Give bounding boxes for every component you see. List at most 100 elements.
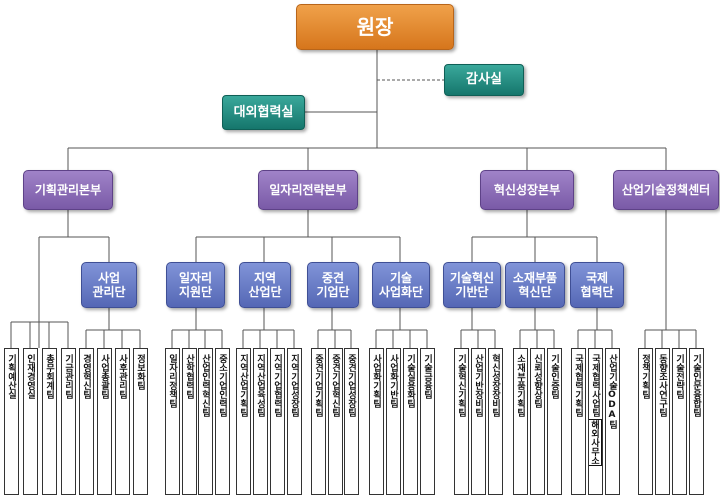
team-label: 정책기획팀 bbox=[640, 354, 650, 399]
sub-label-line1: 지역 bbox=[253, 270, 277, 285]
team-box: 경영혁신팀 bbox=[79, 348, 94, 495]
division-label: 산업기술정책센터 bbox=[621, 182, 711, 197]
team-box: 정보화팀 bbox=[133, 348, 148, 495]
team-box: 혁신성장장비팀 bbox=[488, 348, 503, 495]
overseas-office-note: 해외사무소 bbox=[589, 419, 602, 466]
external-relations-box: 대외협력실 bbox=[222, 95, 305, 130]
team-box: 중견기업기획팀 bbox=[311, 348, 326, 495]
sub-label-line1: 소재부품 bbox=[512, 270, 558, 285]
team-label: 산업기반장비팀 bbox=[473, 354, 483, 417]
sub-label-line1: 국제 bbox=[585, 270, 609, 285]
team-box: 지역기업성장팀 bbox=[287, 348, 302, 495]
sub-label-line2: 기업단 bbox=[316, 285, 350, 299]
sub-label-line2: 산업단 bbox=[248, 285, 282, 299]
team-label: 중견기업성장팀 bbox=[346, 354, 356, 417]
team-box: 소재부품기획팀 bbox=[513, 348, 528, 495]
team-label: 기술인증팀 bbox=[549, 354, 559, 399]
director-box: 원장 bbox=[296, 4, 454, 50]
team-label: 중견기업혁신팀 bbox=[330, 354, 340, 417]
team-label: 지역산업육성팀 bbox=[255, 354, 265, 417]
team-label: 기술혁신기획팀 bbox=[456, 354, 466, 417]
team-label: 중견기업기획팀 bbox=[313, 354, 323, 417]
team-label: 기금관리팀 bbox=[63, 354, 73, 399]
division-planning: 기획관리본부 bbox=[23, 170, 113, 210]
team-label: 사업총괄팀 bbox=[99, 354, 109, 399]
division-innovation-growth: 혁신성장본부 bbox=[480, 170, 574, 210]
sub-label-line1: 중견 bbox=[321, 270, 345, 285]
sub-label-line2: 사업화단 bbox=[378, 285, 424, 299]
team-label: 총무회계팀 bbox=[44, 354, 54, 399]
team-box: 사업화기반팀 bbox=[386, 348, 401, 495]
team-label: 산학협력팀 bbox=[184, 354, 194, 399]
team-box: 기획예산실 bbox=[4, 348, 19, 495]
team-box: 기술금융팀 bbox=[420, 348, 435, 495]
division-label: 일자리전략본부 bbox=[269, 182, 347, 197]
team-box: 일자리정책팀 bbox=[165, 348, 180, 495]
team-box: 중소기업인력팀 bbox=[215, 348, 230, 495]
team-label: 지역기업성장팀 bbox=[289, 354, 299, 417]
team-box: 사업총괄팀 bbox=[97, 348, 112, 495]
team-box: 지역산업육성팀 bbox=[253, 348, 268, 495]
team-label: 기획예산실 bbox=[6, 354, 16, 399]
audit-office-box: 감사실 bbox=[444, 64, 524, 96]
team-box: 지역기업협력팀 bbox=[270, 348, 285, 495]
team-box: 동향조사연구팀 bbox=[655, 348, 670, 495]
team-box: 인재경영실 bbox=[23, 348, 38, 495]
sub-label-line2: 협력단 bbox=[580, 285, 614, 299]
audit-office-label: 감사실 bbox=[466, 72, 502, 88]
team-box: 산업기술ODA팀 bbox=[605, 348, 620, 495]
team-label: 지역기업협력팀 bbox=[272, 354, 282, 417]
team-box: 중견기업성장팀 bbox=[344, 348, 359, 495]
team-box: 총무회계팀 bbox=[42, 348, 57, 495]
team-box: 기술실용화팀 bbox=[403, 348, 418, 495]
team-label: 국제협력기획팀 bbox=[573, 354, 583, 417]
team-box: 지역산업기획팀 bbox=[236, 348, 251, 495]
division-label: 혁신성장본부 bbox=[493, 182, 561, 197]
team-label: 산업인력혁신팀 bbox=[200, 354, 210, 417]
team-box: 산학협력팀 bbox=[182, 348, 197, 495]
external-relations-label: 대외협력실 bbox=[233, 104, 294, 120]
division-jobs-strategy: 일자리전략본부 bbox=[258, 170, 358, 210]
team-box: 중견기업혁신팀 bbox=[328, 348, 343, 495]
team-box: 산업인력혁신팀 bbox=[198, 348, 213, 495]
division-label: 기획관리본부 bbox=[34, 182, 102, 197]
team-box: 사후관리팀 bbox=[115, 348, 130, 495]
sub-label-line1: 일자리 bbox=[178, 270, 213, 285]
team-box: 기술인문융합팀 bbox=[689, 348, 704, 495]
director-label: 원장 bbox=[356, 15, 394, 39]
team-box: 정책기획팀 bbox=[638, 348, 653, 495]
team-label: 기술금융팀 bbox=[422, 354, 432, 399]
sub-label-line2: 관리단 bbox=[92, 285, 126, 299]
team-box: 산업기반장비팀 bbox=[471, 348, 486, 495]
team-label: 동향조사연구팀 bbox=[657, 354, 667, 417]
team-box: 기술인증팀 bbox=[547, 348, 562, 495]
team-box: 기술전략팀 bbox=[672, 348, 687, 495]
team-box: 기금관리팀 bbox=[61, 348, 76, 495]
team-label: 사업화기반팀 bbox=[388, 354, 398, 408]
sub-label-line1: 사업 bbox=[97, 270, 121, 285]
division-tech-policy-center: 산업기술정책센터 bbox=[613, 170, 719, 210]
team-label: 산업기술ODA팀 bbox=[607, 354, 617, 429]
sub-label-line1: 기술 bbox=[389, 270, 413, 285]
team-label: 지역산업기획팀 bbox=[238, 354, 248, 417]
team-label: 경영혁신팀 bbox=[81, 354, 91, 399]
team-box: 신뢰성향상팀 bbox=[530, 348, 545, 495]
team-label: 기술실용화팀 bbox=[405, 354, 415, 408]
team-label: 혁신성장장비팀 bbox=[490, 354, 500, 417]
team-label: 중소기업인력팀 bbox=[217, 354, 227, 417]
team-label: 정보화팀 bbox=[135, 354, 145, 390]
team-label: 신뢰성향상팀 bbox=[532, 354, 542, 408]
team-box: 국제협력기획팀 bbox=[571, 348, 586, 495]
team-label: 사후관리팀 bbox=[117, 354, 127, 399]
team-label: 사업화기획팀 bbox=[371, 354, 381, 408]
team-label: 일자리정책팀 bbox=[167, 354, 177, 408]
